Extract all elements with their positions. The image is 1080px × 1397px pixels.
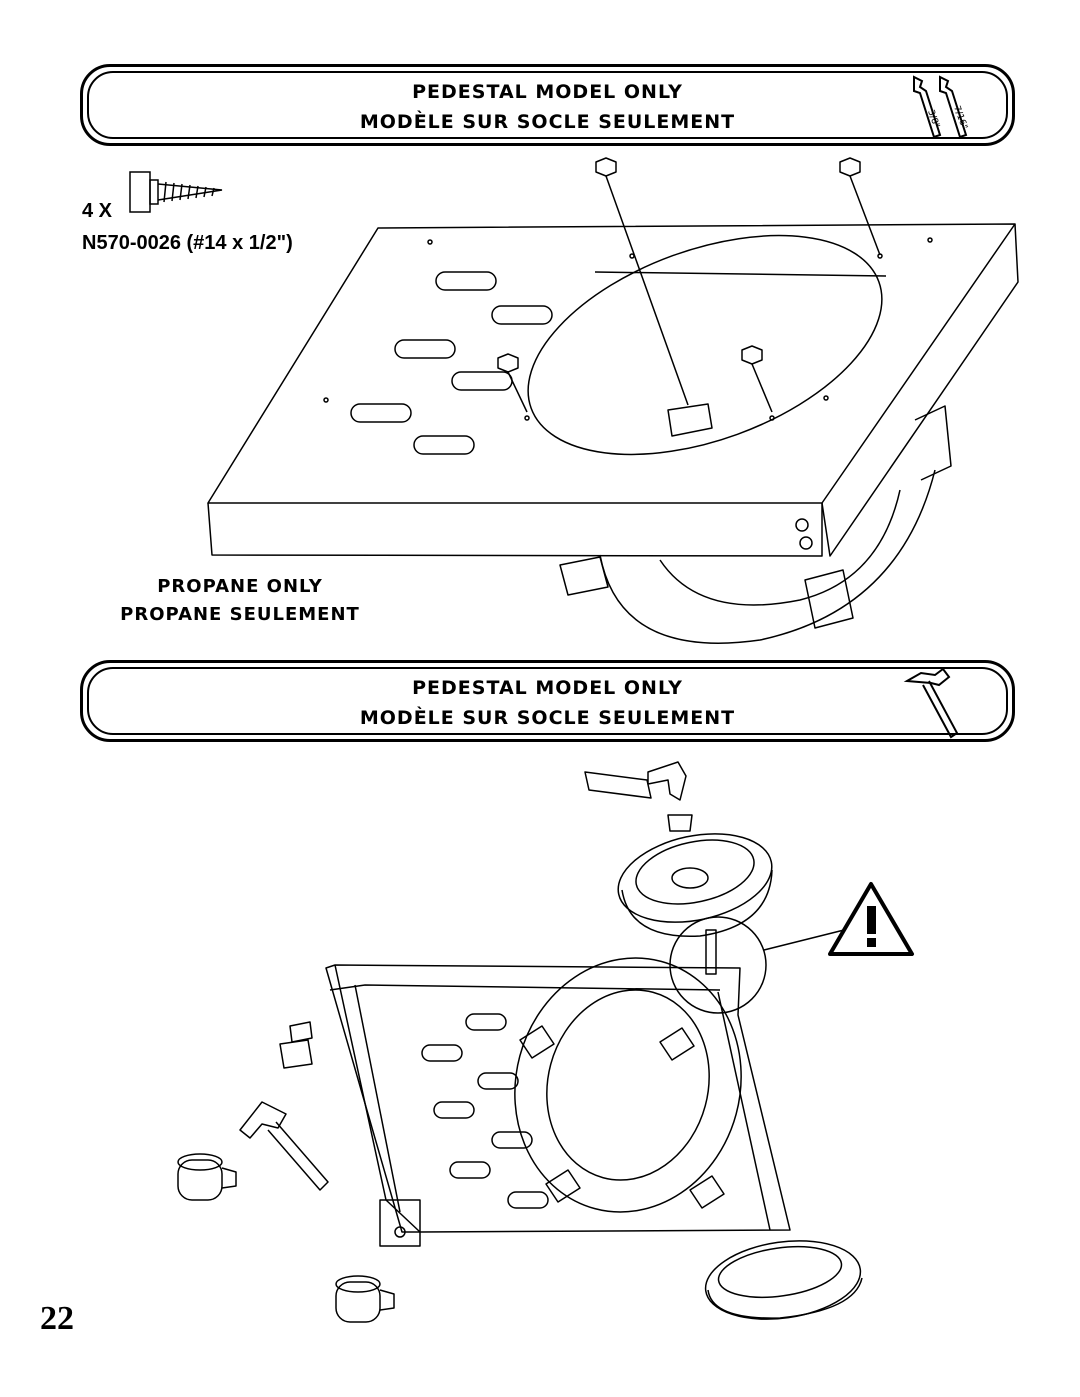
propane-note-english: PROPANE ONLY — [157, 576, 323, 597]
banner-title-french: MODÈLE SUR SOCLE SEULEMENT — [359, 707, 736, 729]
fastener-part-number: N570-0026 (#14 x 1/2") — [82, 232, 293, 254]
bottom-instruction-banner: PEDESTAL MODEL ONLY MODÈLE SUR SOCLE SEU… — [80, 660, 1015, 742]
warning-triangle-icon — [828, 882, 914, 956]
banner-title-english: PEDESTAL MODEL ONLY — [412, 81, 683, 103]
banner-title-french: MODÈLE SUR SOCLE SEULEMENT — [359, 111, 736, 133]
top-instruction-banner: PEDESTAL MODEL ONLY MODÈLE SUR SOCLE SEU… — [80, 64, 1015, 146]
wrench-icon: 3/8" 7/16" — [913, 75, 969, 139]
page-number: 22 — [40, 1300, 74, 1337]
propane-note-french: PROPANE SEULEMENT — [120, 604, 360, 625]
banner-title-english: PEDESTAL MODEL ONLY — [412, 677, 683, 699]
fastener-quantity: 4 X — [82, 200, 113, 222]
hammer-icon — [903, 669, 959, 739]
